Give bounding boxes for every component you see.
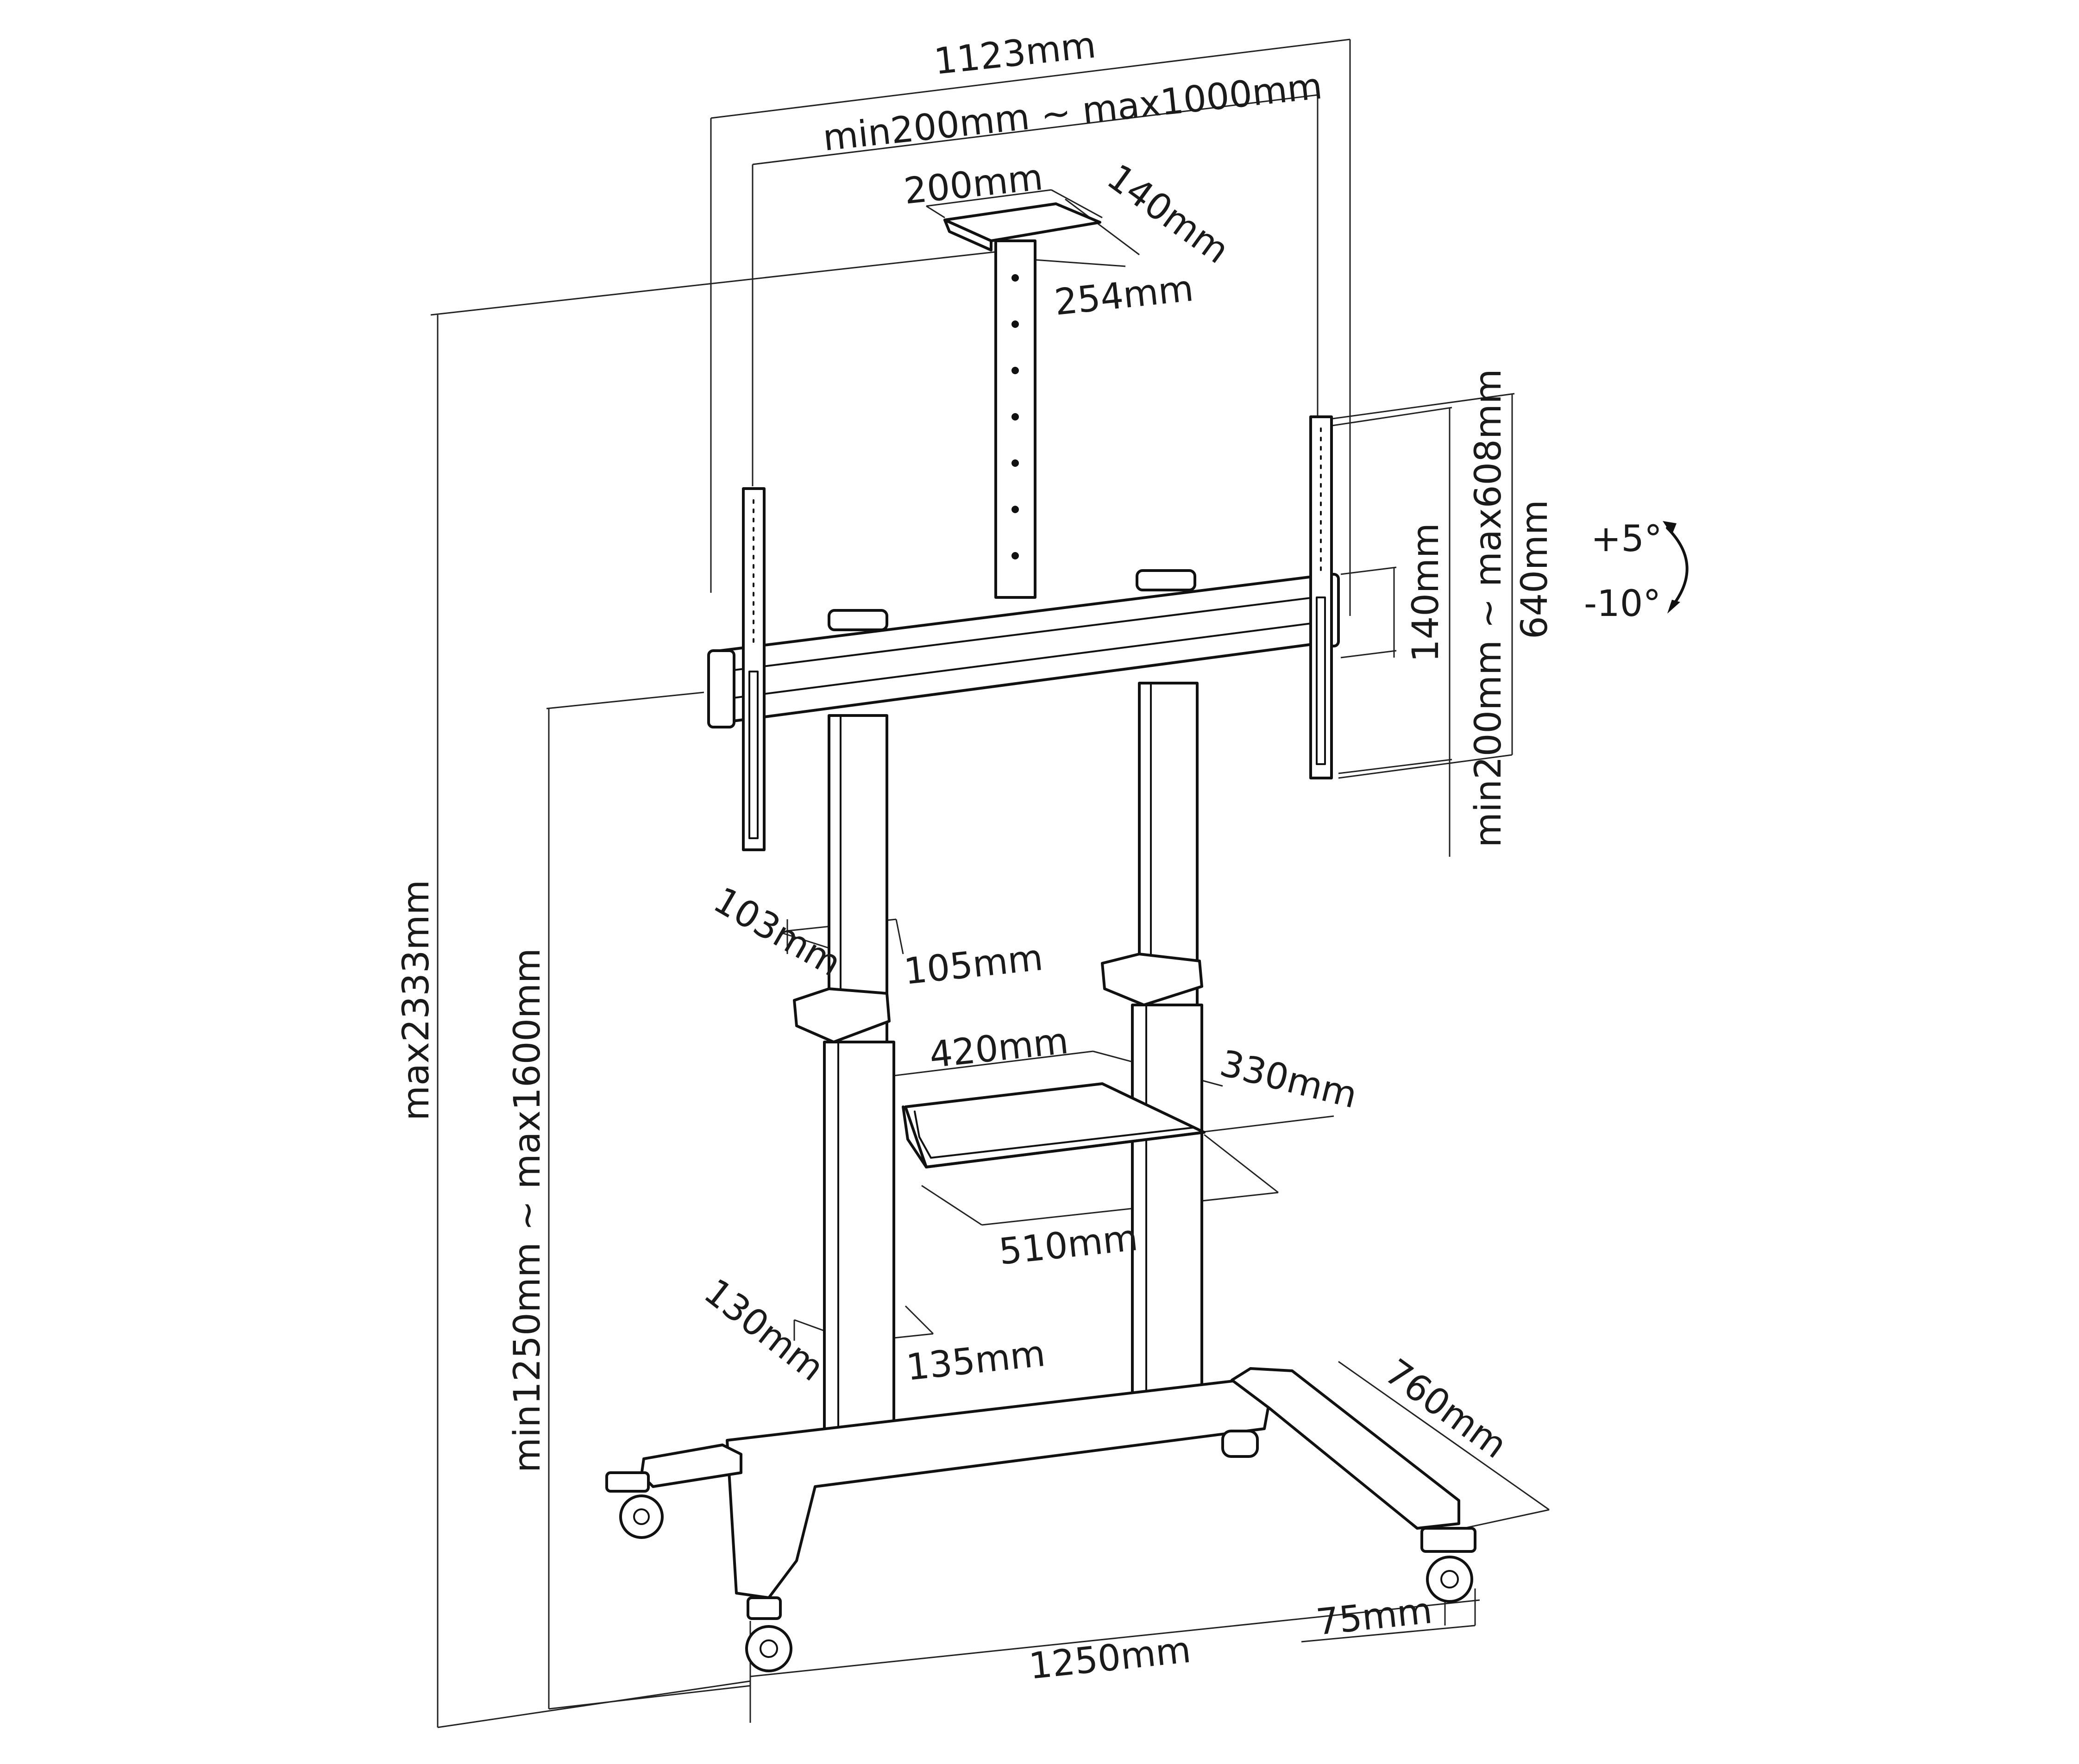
left-bracket-plate [742,487,766,851]
dim-line-shelf-total [981,1192,1279,1226]
casters [605,1471,1476,1672]
ext-shelf-back [866,1050,1093,1080]
tilt-arrowhead-top [1663,521,1677,535]
base-right-leg [1231,1367,1460,1530]
label-upper-pole-width: 105mm [902,937,1045,993]
caster-back-left [605,1471,664,1539]
ext-line-top-height [430,249,1012,316]
tilt-arrow [1666,527,1689,608]
vesa-bracket-left [742,487,766,851]
label-shelf-width: 420mm [928,1020,1071,1076]
pole-collars [793,953,1203,1043]
label-tilt-down: -10° [1584,583,1661,625]
label-max-height: max2333mm [396,880,437,1121]
base-frame [640,1367,1460,1599]
label-bracket-height: 640mm [1514,500,1556,639]
lower-poles [823,1004,1203,1451]
dimension-lines [430,38,1550,1728]
tilt-arrowhead-bottom [1667,600,1680,614]
label-lower-pole-width: 135mm [904,1333,1048,1389]
base-left-leg [640,1444,742,1488]
ext-base-depth [1463,1509,1550,1529]
base-crossbar [726,1379,1270,1599]
middle-shelf [902,1082,1206,1168]
dim-line-vesa-width [752,94,1318,165]
dim-line-base-depth [1338,1361,1550,1511]
right-upper-pole [1138,682,1199,1009]
label-top-shelf-height: 254mm [1053,268,1196,324]
label-top-shelf-width: 200mm [902,157,1045,213]
crossbar-endcap-left [707,649,735,728]
right-lower-pole [1131,1004,1203,1423]
ext-line-center-bottom [548,1685,751,1710]
label-center-height: min1250mm ~ max1600mm [507,948,548,1473]
label-shelf-total: 510mm [997,1217,1140,1273]
label-caster-height: 75mm [1314,1590,1434,1644]
ext-lower-pole-b [904,1305,934,1335]
ext-offset-top [1340,566,1397,575]
dim-line-shelf-depth [1199,1115,1334,1133]
label-base-depth: 760mm [1377,1351,1514,1467]
caster-front-right [1420,1527,1476,1603]
ext-top-shelf-b [1051,189,1103,219]
rear-caster [1221,1430,1259,1458]
dim-line-overall-width [710,38,1350,119]
dim-line-top-shelf-width [926,189,1052,207]
label-base-width: 1250mm [1027,1629,1193,1688]
ext-shelf-total [1204,1134,1279,1193]
crossbar-clamp-right [1136,569,1196,591]
top-shelf-edge [943,219,992,251]
label-top-shelf-depth: 140mm [1099,157,1237,272]
caster-front-left [745,1596,792,1672]
right-collar [1101,953,1203,1006]
left-collar [793,987,891,1043]
top-camera-shelf [943,202,1101,599]
ext-vesa-bottom [1338,759,1452,774]
label-vesa-height: min200mm ~ max608mm [1468,369,1509,847]
label-bracket-offset: 140mm [1405,523,1447,662]
ext-upper-pole-b [895,919,904,954]
left-lower-pole [823,1041,895,1451]
label-lower-pole-depth: 130mm [696,1271,831,1389]
mounting-crossbar [707,569,1340,728]
ext-bracket-bottom [1338,754,1513,779]
ext-bracket-top [1329,393,1515,420]
crossbar-clamp-left [828,609,888,631]
ext-offset-bottom [1340,650,1397,659]
label-shelf-depth: 330mm [1216,1042,1361,1117]
label-upper-pole-depth: 103mm [707,879,848,985]
label-tilt-up: +5° [1591,518,1662,560]
vesa-bracket-right [1309,415,1333,779]
dim-line-base-width [750,1599,1480,1677]
label-vesa-width: min200mm ~ max1000mm [821,65,1325,159]
ext-line-center-top [546,691,704,709]
tv-stand-drawing [605,202,1689,1672]
ext-vesa-top [1329,407,1452,427]
dim-line-top-shelf-depth [1065,198,1140,256]
ext-top-shelf-a [926,205,945,219]
dim-line-caster [1301,1625,1476,1643]
dim-line-shelf-total-a [921,1185,982,1226]
